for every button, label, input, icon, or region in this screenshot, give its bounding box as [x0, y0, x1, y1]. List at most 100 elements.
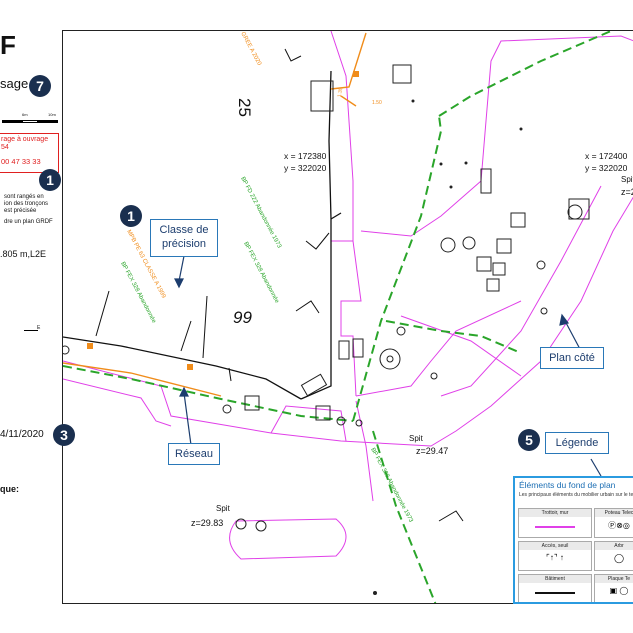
street-furniture: [492, 262, 506, 276]
spit-label-left: Spit: [216, 504, 231, 513]
section-title: sage: [0, 76, 29, 91]
abandoned-pipe: [63, 365, 354, 422]
orange-pipe: [63, 362, 222, 397]
manhole: [336, 416, 346, 426]
legend-cell-label: Poteau Telec: [595, 509, 633, 517]
callout-legende: Légende: [545, 432, 609, 454]
fitting-marker: [187, 364, 193, 370]
street-furniture: [352, 338, 364, 358]
island: [229, 518, 347, 560]
road-edge: [355, 300, 522, 397]
callout-classe-precision: Classe de précision: [150, 219, 218, 257]
legend-cell-batiment: Bâtiment: [518, 574, 592, 602]
fitting-marker: [353, 71, 359, 77]
abandoned-pipe: [372, 430, 437, 603]
manhole: [235, 518, 247, 530]
road-edge: [330, 31, 354, 242]
abandoned-pipe: [352, 115, 443, 422]
coordinate-x-2: x = 172400: [585, 151, 628, 161]
pipe-tick: [284, 48, 302, 62]
manhole: [255, 520, 267, 532]
measure-text: .805 m,L2E: [0, 249, 47, 259]
legend-cell-poteau: Poteau Telec Ⓟ⊗◎: [594, 508, 633, 538]
badge-3: 3: [53, 424, 75, 446]
pipe-tick: [305, 232, 330, 250]
z-label-right: z=2: [621, 187, 633, 197]
pipe-label-bpfd: BP FD 222 Abandonnée 1973: [239, 176, 282, 250]
alert-line2: 54: [1, 144, 9, 151]
legend-cell-acces: Accès, seuil ⌜↑⌝ ↑: [518, 541, 592, 571]
tree: [430, 372, 438, 380]
coordinate-x-1: x = 172380: [284, 151, 327, 161]
legend-cell-label: Trottoir, mur: [519, 509, 591, 517]
manhole: [396, 326, 406, 336]
legend-panel: Éléments du fond de plan Les principaux …: [513, 476, 633, 604]
plate-symbols: ▣ ◯: [609, 586, 629, 595]
pipe-tick: [438, 510, 464, 522]
map-canvas: 25 99 x = 172380 y = 322020 x = 172400 y…: [63, 31, 633, 603]
sidewalk-edge: [63, 378, 172, 427]
left-info-panel: F sage 6m 10m rage à ouvrage 54 00 47 33…: [0, 0, 62, 633]
callout-pointer: [178, 255, 185, 282]
fitting-marker: [87, 343, 93, 349]
coordinate-y-1: y = 322020: [284, 163, 327, 173]
street-furniture: [300, 373, 328, 397]
parcel-number-99: 99: [233, 308, 252, 327]
pipe-tick: [95, 290, 110, 337]
scale-label-6m: 6m: [22, 112, 28, 117]
panel-heading: F: [0, 30, 16, 60]
callout-pointer: [590, 458, 602, 477]
callout-plan-cote: Plan côté: [540, 347, 604, 369]
alert-phone: 00 47 33 33: [1, 157, 41, 166]
legend-cell-plaque: Plaque Te ▣ ◯: [594, 574, 633, 602]
z-label-mid: z=29.47: [416, 446, 448, 456]
road-edge: [360, 35, 633, 237]
legend-cell-label: Bâtiment: [519, 575, 591, 583]
dimension-label: 1.50: [372, 100, 382, 106]
abandoned-pipe: [438, 31, 612, 117]
street-furniture: [244, 395, 260, 411]
manhole: [63, 345, 70, 355]
tree: [379, 348, 401, 370]
legend-subtitle: Les principaux éléments du mobilier urba…: [519, 492, 633, 498]
legend-cell-label: Plaque Te: [595, 575, 633, 583]
road-edge: [400, 315, 522, 377]
street-furniture: [568, 198, 590, 220]
legend-cell-label: Arbr: [595, 542, 633, 550]
z-label-left: z=29.83: [191, 518, 223, 528]
legend-cell-trottoir: Trottoir, mur: [518, 508, 592, 538]
street-furniture: [480, 168, 492, 194]
parcel-boundary: [63, 336, 302, 400]
access-symbol: ⌜↑⌝ ↑: [546, 553, 564, 562]
manhole: [355, 419, 363, 427]
street-furniture: [510, 212, 526, 228]
street-furniture: [315, 405, 331, 421]
tree: [462, 236, 476, 250]
street-furniture: [496, 238, 512, 254]
tree: [536, 260, 546, 270]
tree-symbol: ◯: [613, 553, 625, 563]
road-edge: [340, 240, 362, 397]
pole-symbols: Ⓟ⊗◎: [608, 521, 630, 530]
pipe-tick: [228, 367, 232, 382]
street-furniture: [486, 278, 500, 292]
road-edge: [440, 185, 602, 397]
building-symbol: [535, 592, 575, 594]
arrow-mark-label: E: [37, 325, 41, 331]
date-text: 4/11/2020: [0, 429, 44, 440]
legend-cell-arbre: Arbr ◯: [594, 541, 633, 571]
legend-title: Éléments du fond de plan: [519, 480, 616, 490]
orange-pipe: [340, 95, 357, 107]
callout-reseau: Réseau: [168, 443, 220, 465]
pipe-label-bpfex-mid: BP FEX 328 Abandonnée: [242, 241, 280, 305]
callout-pointer: [563, 318, 582, 352]
street-furniture: [476, 256, 492, 272]
coordinate-y-2: y = 322020: [585, 163, 628, 173]
tree: [540, 307, 548, 315]
street-furniture: [392, 64, 412, 84]
pipe-tick: [180, 320, 192, 352]
badge-7: 7: [29, 75, 51, 97]
sidewalk-symbol: [535, 526, 575, 528]
arrow-mark: [24, 330, 38, 331]
kiosk: [310, 80, 334, 112]
